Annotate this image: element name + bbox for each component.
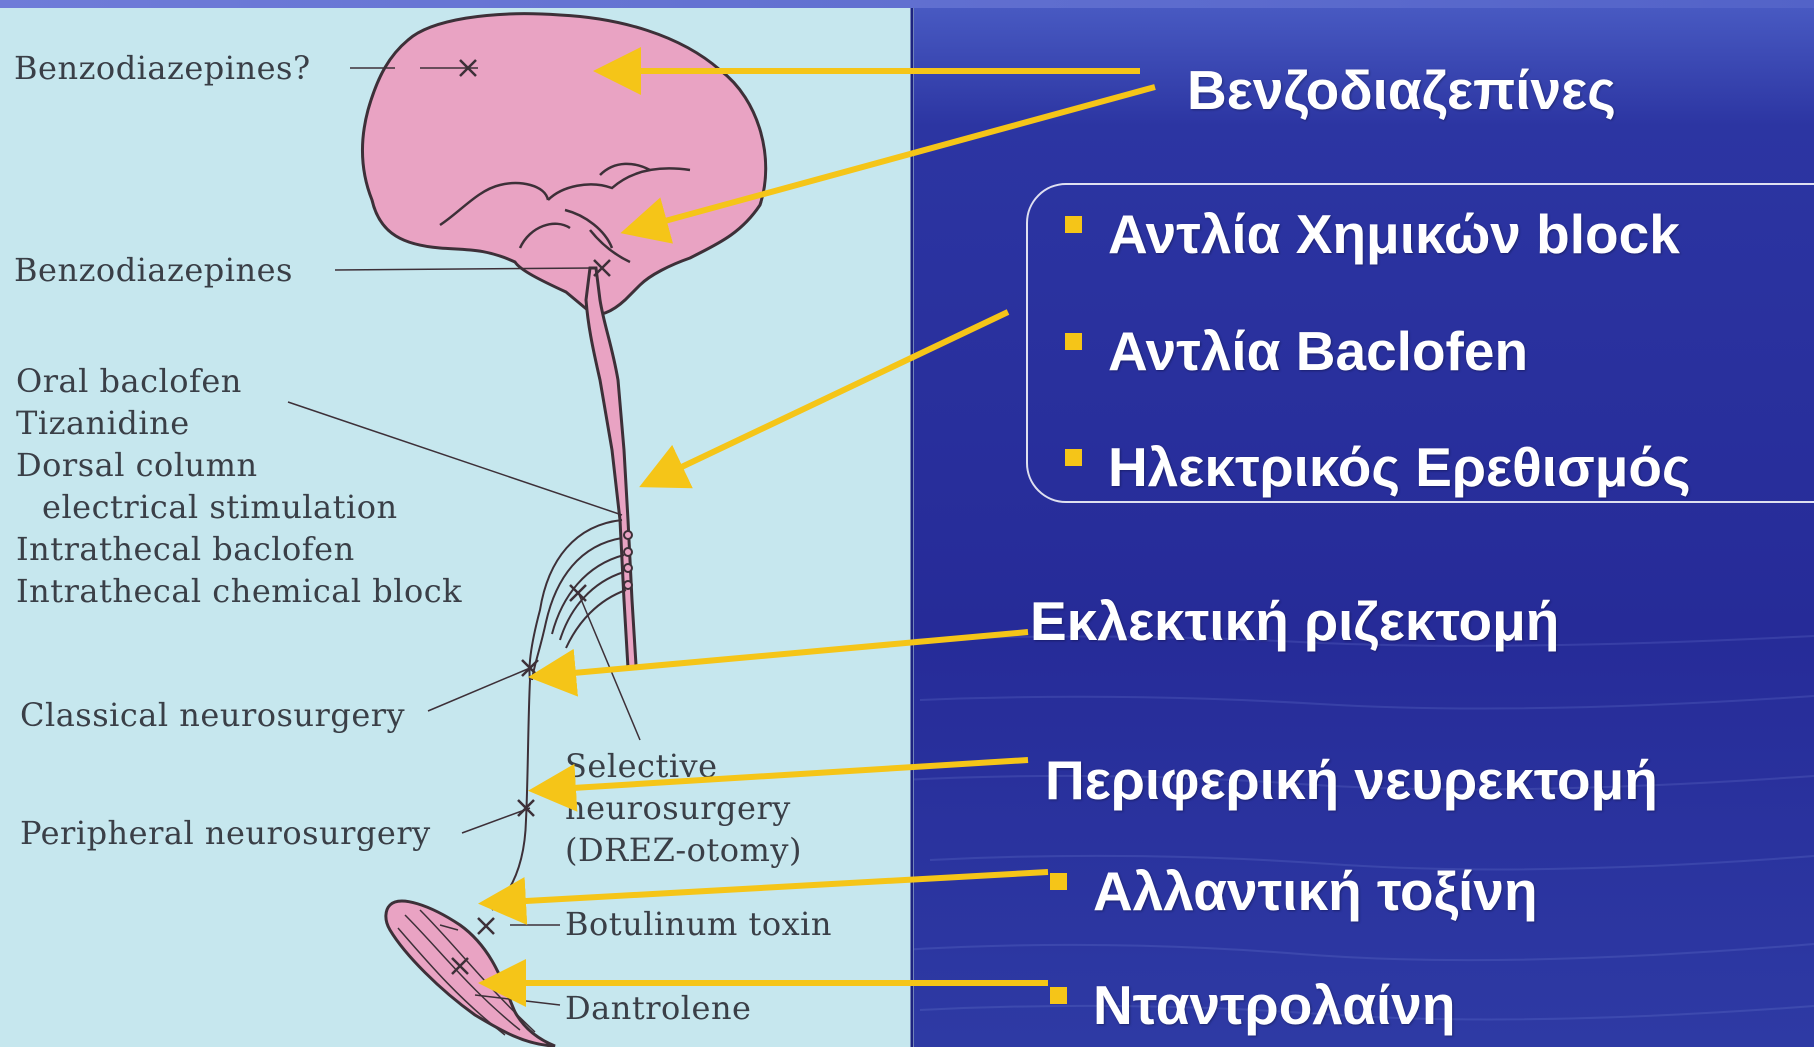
greek-botulinum-toxin-text: Αλλαντική τοξίνη [1093,860,1538,922]
greek-botulinum-toxin: Αλλαντική τοξίνη [1050,859,1538,923]
label-botulinum-toxin: Botulinum toxin [565,903,832,945]
label-intrathecal-chemical-block: Intrathecal chemical block [16,570,462,612]
greek-pump-chemical-block: Αντλία Χημικών block [1065,202,1680,266]
greek-benzodiazepines: Βενζοδιαζεπίνες [1187,58,1616,122]
greek-electrical-stimulation: Ηλεκτρικός Ερεθισμός [1065,435,1691,499]
label-selective: Selective [565,745,718,787]
bullet-icon [1050,987,1067,1004]
greek-peripheral-neurectomy: Περιφερική νευρεκτομή [1045,748,1658,812]
label-intrathecal-baclofen: Intrathecal baclofen [16,528,355,570]
bullet-icon [1050,873,1067,890]
greek-electrical-stimulation-text: Ηλεκτρικός Ερεθισμός [1108,436,1691,498]
greek-selective-rhizotomy: Εκλεκτική ριζεκτομή [1030,589,1559,653]
label-drez-otomy: (DREZ-otomy) [565,829,802,871]
label-tizanidine: Tizanidine [16,402,190,444]
greek-pump-baclofen: Αντλία Baclofen [1065,319,1528,383]
label-dorsal-column: Dorsal column [16,444,258,486]
label-benzodiazepines: Benzodiazepines [14,249,293,291]
label-oral-baclofen: Oral baclofen [16,360,242,402]
bullet-icon [1065,449,1082,466]
bullet-icon [1065,216,1082,233]
label-neurosurgery: neurosurgery [565,787,791,829]
bullet-icon [1065,333,1082,350]
label-benzodiazepines-q: Benzodiazepines? [14,47,311,89]
label-classical-neurosurgery: Classical neurosurgery [20,694,405,736]
greek-dantrolene: Νταντρολαίνη [1050,973,1456,1037]
label-dantrolene: Dantrolene [565,987,751,1029]
greek-pump-baclofen-text: Αντλία Baclofen [1108,320,1528,382]
greek-dantrolene-text: Νταντρολαίνη [1093,974,1456,1036]
greek-pump-chemical-block-text: Αντλία Χημικών block [1108,203,1680,265]
label-electrical-stimulation: electrical stimulation [42,486,398,528]
label-peripheral-neurosurgery: Peripheral neurosurgery [20,812,431,854]
